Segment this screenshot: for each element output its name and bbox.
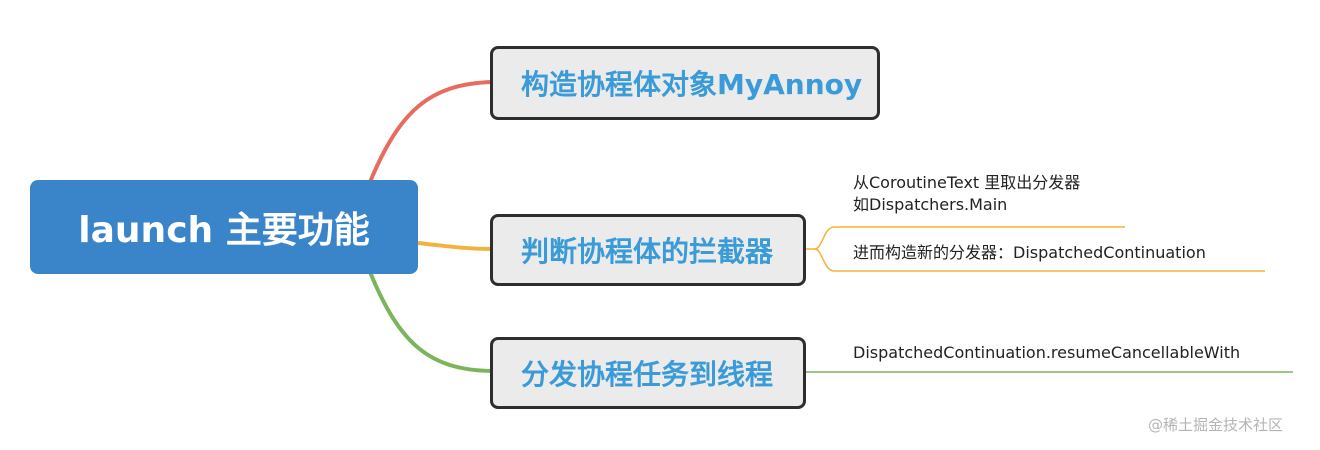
branch-label: 分发协程任务到线程: [521, 358, 774, 391]
leaf-line: 如Dispatchers.Main: [853, 195, 1008, 214]
branch-label: 判断协程体的拦截器: [521, 235, 774, 268]
watermark: @稀土掘金技术社区: [1148, 416, 1284, 434]
connector-root-branch1: [368, 80, 493, 183]
root-node: launch 主要功能: [30, 180, 418, 274]
connector-branch2-leaf2: [814, 248, 1265, 272]
leaf-get-dispatcher: 从CoroutineText 里取出分发器 如Dispatchers.Main: [853, 172, 1080, 216]
leaf-resume-cancellable: DispatchedContinuation.resumeCancellable…: [853, 343, 1241, 362]
branch-label: 构造协程体对象MyAnnoy: [521, 68, 863, 101]
branch-node-dispatch: 分发协程任务到线程: [490, 337, 806, 409]
leaf-line: 从CoroutineText 里取出分发器: [853, 173, 1081, 192]
branch-node-construct: 构造协程体对象MyAnnoy: [490, 46, 880, 120]
root-label: launch 主要功能: [78, 210, 370, 251]
connector-root-branch2: [417, 241, 493, 251]
branch-node-interceptor: 判断协程体的拦截器: [490, 214, 806, 286]
leaf-construct-dispatcher: 进而构造新的分发器：DispatchedContinuation: [853, 243, 1206, 262]
connector-root-branch3: [368, 271, 493, 373]
